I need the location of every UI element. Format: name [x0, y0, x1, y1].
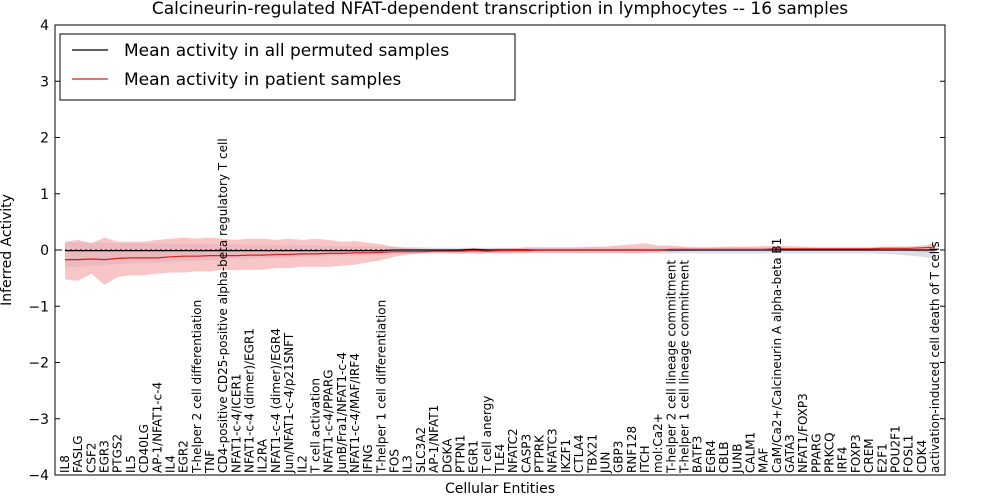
x-entity-label: FOSL1	[902, 435, 916, 473]
x-entity-label: TNF	[203, 450, 217, 474]
y-tick-label: 2	[40, 131, 49, 147]
x-entity-label: NFAT1-c-4/MAF/IRF4	[348, 353, 362, 473]
x-entity-label: CDK4	[915, 440, 929, 473]
x-entity-label: AP-1/NFAT1-c-4	[150, 382, 164, 473]
x-entity-label: PTPRK	[533, 434, 547, 473]
x-entity-label: NFAT1-c-4/PPARG	[322, 369, 336, 473]
x-entity-label: CBLB	[717, 441, 731, 473]
x-entity-label: EGR1	[467, 440, 481, 473]
x-entity-label: SLC3A2	[414, 427, 428, 473]
patient-band	[65, 237, 935, 285]
x-entity-label: CASP3	[519, 434, 533, 473]
x-entity-label: FASLG	[71, 435, 85, 473]
x-entity-label: CALM1	[744, 432, 758, 473]
x-entity-label: NFATC3	[546, 428, 560, 473]
y-tick-label: −1	[28, 299, 49, 315]
x-entity-label: GATA3	[783, 434, 797, 473]
y-tick-label: −2	[28, 356, 49, 372]
x-entity-label: T-helper 2 cell differentiation	[190, 300, 204, 474]
legend-box	[59, 33, 516, 101]
x-entity-label: IL8	[58, 455, 72, 473]
x-entity-label: POU2F1	[889, 425, 903, 473]
x-entity-label: IRF4	[836, 447, 850, 473]
x-entity-label: T-helper 2 cell lineage commitment	[664, 260, 678, 474]
legend: Mean activity in all permuted samples Me…	[59, 33, 516, 101]
x-entity-label: TBX21	[585, 434, 599, 474]
y-tick-label: 3	[40, 74, 49, 90]
x-entity-label: NFAT1/FOXP3	[796, 393, 810, 473]
x-entity-label: EGR2	[177, 440, 191, 473]
x-entity-label: BATF3	[691, 436, 705, 473]
y-tick-label: −4	[28, 468, 49, 484]
legend-label-patient: Mean activity in patient samples	[124, 70, 401, 90]
x-entity-label: CSF2	[84, 442, 98, 473]
x-entity-label: mol:Ca2+	[651, 413, 665, 473]
x-entity-label: IKZF1	[559, 439, 573, 473]
x-entity-label: ITCH	[638, 445, 652, 473]
x-entity-label: CD4-positive CD25-positive alpha-beta re…	[216, 138, 230, 473]
y-tick-label: −3	[28, 412, 49, 428]
x-entity-label: NFAT1-c-4 (dimer)/EGR1	[243, 328, 257, 473]
x-entity-label: JunB/Fra1/NFAT1-c-4	[335, 352, 349, 474]
x-entity-label: NFAT1-c-4 (dimer)/EGR4	[269, 328, 283, 473]
x-entity-label: IL5	[124, 455, 138, 473]
x-axis-label: Cellular Entities	[445, 481, 555, 497]
y-axis-ticks: 4 3 2 1 0 −1 −2 −3 −4	[28, 18, 945, 484]
chart-title: Calcineurin-regulated NFAT-dependent tra…	[152, 0, 848, 19]
x-entity-label: CaM/Ca2+/Calcineurin A alpha-beta B1	[770, 238, 784, 473]
y-tick-label: 1	[40, 187, 49, 203]
x-entity-label: activation-induced cell death of T cells	[928, 241, 942, 473]
x-entity-label: FOS	[388, 449, 402, 473]
x-entity-label: DGKA	[440, 438, 454, 473]
x-entity-label: T-helper 1 cell lineage commitment	[678, 260, 692, 474]
x-entity-label: TLE4	[493, 444, 507, 474]
x-entity-label: IL4	[164, 455, 178, 473]
x-entity-label: RNF128	[625, 426, 639, 473]
x-entity-label: IL2	[295, 455, 309, 473]
x-entity-label: Jun/NFAT1-c-4/p21SNFT	[282, 332, 296, 474]
confidence-bands	[65, 237, 935, 285]
x-entity-label: GBP3	[612, 441, 626, 473]
x-entity-label: MAF	[757, 447, 771, 473]
y-tick-label: 0	[40, 243, 49, 259]
x-entity-label: IFNG	[361, 444, 375, 473]
x-entity-label: NFATC2	[506, 428, 520, 473]
x-entity-label: PTGS2	[111, 434, 125, 473]
x-entity-label: CTLA4	[572, 434, 586, 473]
x-entity-label: PRKCQ	[823, 432, 837, 473]
x-entity-label: PPARG	[809, 433, 823, 473]
x-entity-label: AP-1/NFAT1	[427, 405, 441, 473]
x-entity-label: IL3	[401, 455, 415, 473]
x-entity-label: FOXP3	[849, 434, 863, 473]
x-entity-label: T cell anergy	[480, 396, 494, 474]
x-entity-label: JUNB	[730, 443, 744, 474]
series-lines	[65, 246, 936, 261]
x-entity-label: CD40LG	[137, 424, 151, 473]
x-entity-label: E2F1	[875, 443, 889, 473]
patient-mean-line	[65, 246, 936, 261]
x-entity-label: IL2RA	[256, 438, 270, 473]
x-entity-label: PTPN1	[454, 435, 468, 473]
x-entity-label: CREM	[862, 438, 876, 473]
x-entity-label: T cell activation	[309, 378, 323, 474]
x-entity-label: JUN	[599, 452, 613, 474]
x-entity-label: T-helper 1 cell differentiation	[374, 300, 388, 474]
y-tick-label: 4	[40, 18, 49, 34]
x-entity-label: NFAT1-c-4/ICER1	[229, 374, 243, 473]
x-entity-label: EGR3	[98, 440, 112, 473]
x-entity-label: EGR4	[704, 440, 718, 473]
y-axis-label: Inferred Activity	[0, 194, 15, 306]
legend-label-permuted: Mean activity in all permuted samples	[124, 41, 449, 61]
